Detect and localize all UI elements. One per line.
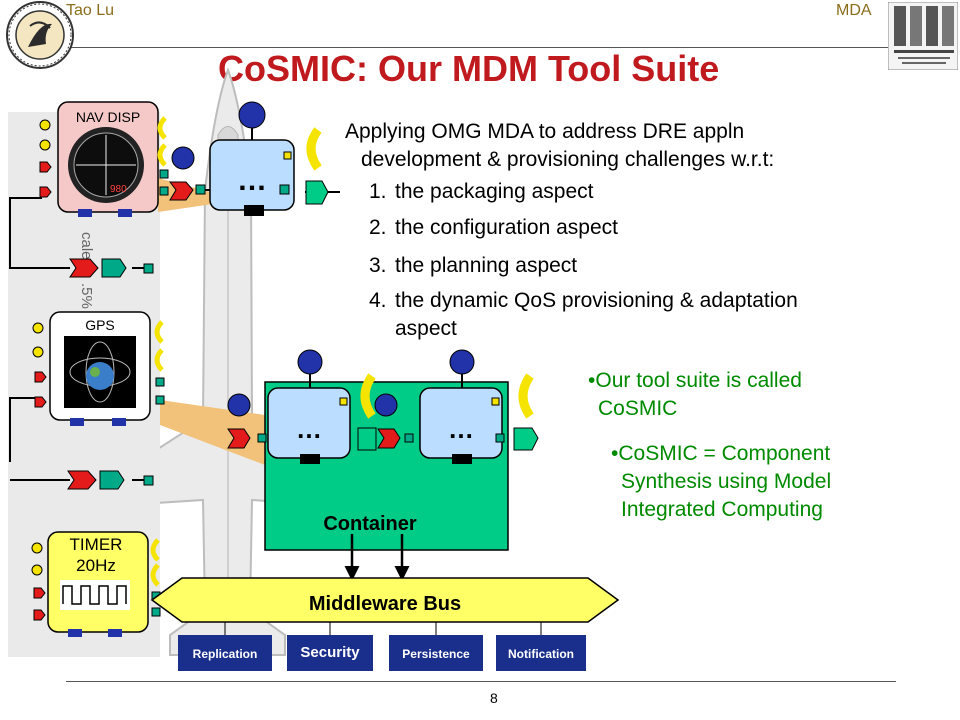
institute-logo xyxy=(888,2,958,70)
middleware-bus-label: Middleware Bus xyxy=(309,593,461,615)
nav-disp-component: NAV DISP 980 xyxy=(39,101,169,217)
service-replication: Replication xyxy=(178,635,272,671)
aspect-number: 3. xyxy=(369,254,387,277)
timer-label: TIMER xyxy=(70,535,123,554)
nav-disp-label: NAV DISP xyxy=(76,109,140,125)
aspect-text: the configuration aspect xyxy=(395,216,618,239)
gps-component: GPS xyxy=(32,311,165,426)
service-replication-label: Replication xyxy=(193,647,258,661)
aspect-text: the planning aspect xyxy=(395,254,578,277)
intro-line-2: development & provisioning challenges w.… xyxy=(361,148,775,171)
service-notification-label: Notification xyxy=(508,647,574,661)
intro-line-1: Applying OMG MDA to address DRE appln xyxy=(345,120,745,143)
cosmic-definition-note: •CoSMIC = Component Synthesis using Mode… xyxy=(611,440,911,524)
aspect-number: 1. xyxy=(369,180,387,203)
service-persistence: Persistence xyxy=(389,635,483,671)
container-component-2-ellipsis: … xyxy=(448,414,474,444)
header-author: Tao Lu xyxy=(66,2,115,19)
slide-title: CoSMIC: Our MDM Tool Suite xyxy=(218,48,720,89)
footer-rule xyxy=(66,681,896,682)
header-topic: MDA xyxy=(836,2,872,19)
timer-component: TIMER 20Hz xyxy=(31,531,161,637)
aspect-text: the dynamic QoS provisioning & adaptatio… xyxy=(395,289,798,312)
service-security-label: Security xyxy=(300,644,360,661)
timer-rate: 20Hz xyxy=(76,556,116,575)
aspect-number: 2. xyxy=(369,216,387,239)
aspect-text-continuation: aspect xyxy=(395,317,457,340)
tool-suite-line-1: Our tool suite is called xyxy=(595,369,802,392)
page-number: 8 xyxy=(490,690,498,706)
aspect-number: 4. xyxy=(369,289,387,312)
definition-line-3: Integrated Computing xyxy=(621,498,823,521)
connector-1 xyxy=(69,258,154,278)
service-security: Security xyxy=(287,635,373,671)
header-rule xyxy=(66,47,888,48)
definition-line-1: CoSMIC = Component xyxy=(618,442,831,465)
aspect-text: the packaging aspect xyxy=(395,180,594,203)
component-ellipsis: … xyxy=(237,164,267,197)
gps-label: GPS xyxy=(85,317,115,333)
university-seal-logo xyxy=(6,1,74,69)
generic-component-top: … xyxy=(169,101,329,216)
intro-text: Applying OMG MDA to address DRE appln de… xyxy=(345,118,905,174)
container-component-1-ellipsis: … xyxy=(296,414,322,444)
bullet: • xyxy=(611,442,619,465)
container: Container … … xyxy=(227,349,539,581)
container-label: Container xyxy=(323,513,417,535)
map-scale-pct: .5% xyxy=(78,283,95,309)
service-persistence-label: Persistence xyxy=(402,647,470,661)
definition-line-2: Synthesis using Model xyxy=(621,470,832,493)
service-notification: Notification xyxy=(496,635,586,671)
tool-suite-note: •Our tool suite is called CoSMIC xyxy=(588,367,888,423)
connector-2 xyxy=(67,470,154,490)
tool-suite-line-2: CoSMIC xyxy=(598,397,678,420)
map-scale-label: cale xyxy=(78,232,95,260)
bullet: • xyxy=(588,369,596,392)
middleware-bus: Middleware Bus xyxy=(150,577,620,636)
nav-readout: 980 xyxy=(110,184,127,195)
